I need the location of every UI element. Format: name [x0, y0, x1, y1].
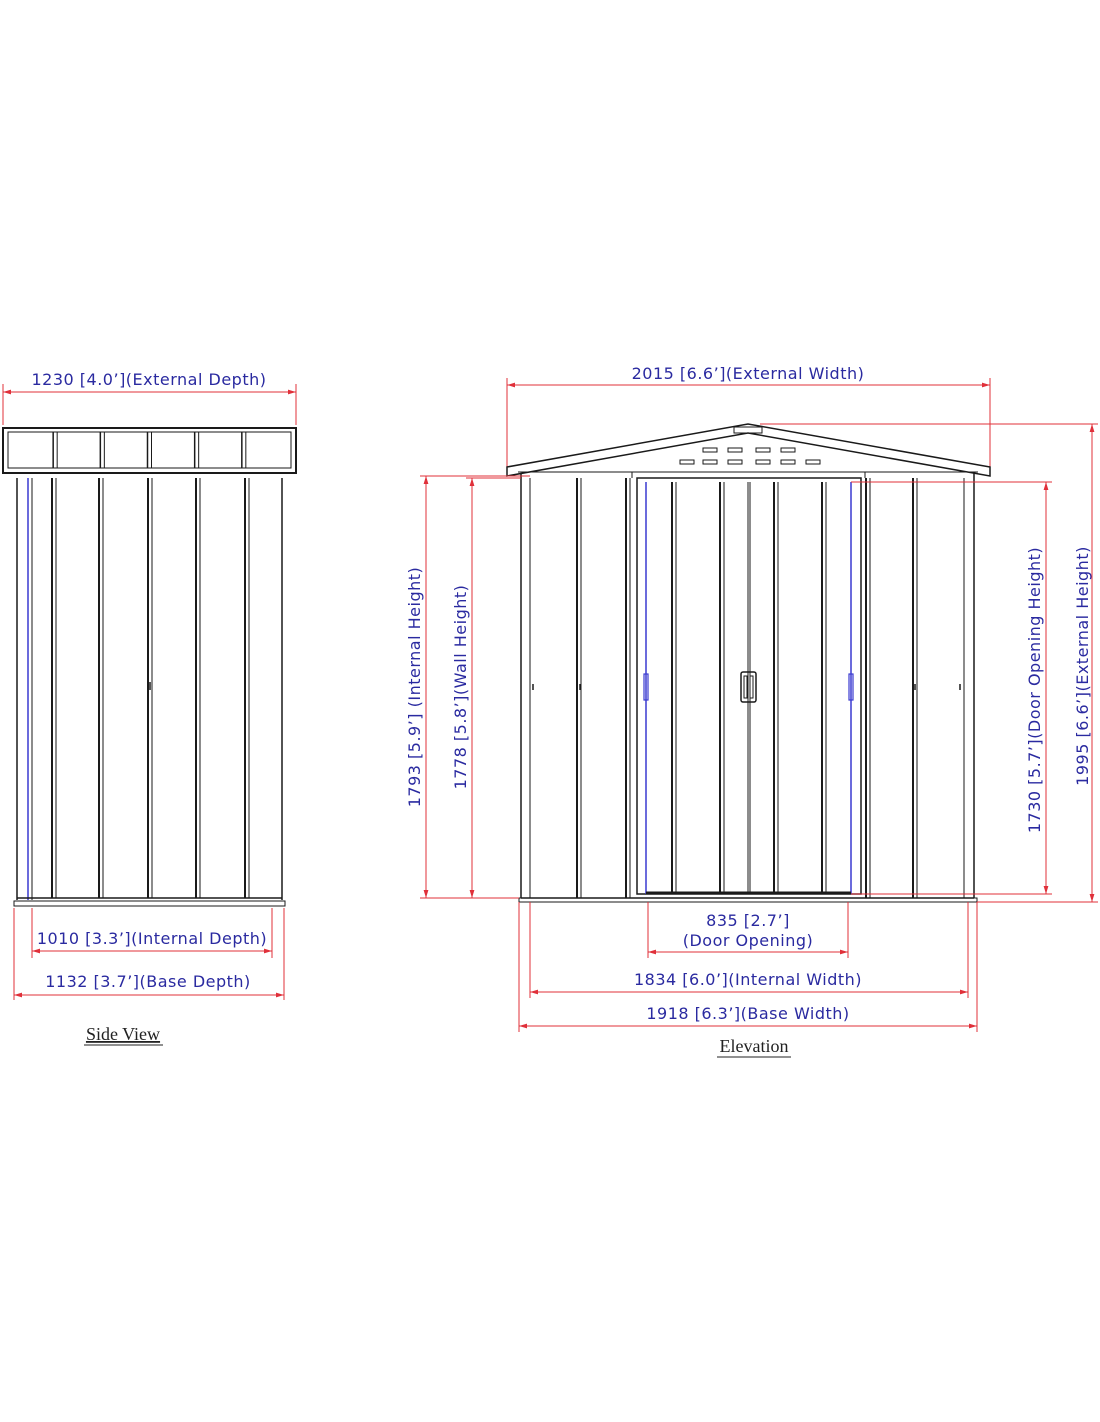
elevation-door-opening-dimension: 835 [2.7’] (Door Opening)	[647, 902, 849, 958]
elevation-door-opening-height-label: 1730 [5.7’](Door Opening Height)	[1025, 547, 1044, 833]
roof-vent-slot	[755, 447, 771, 453]
side-roof	[2, 427, 297, 474]
elevation-base-width-label: 1918 [6.3’](Base Width)	[646, 1004, 849, 1023]
elevation-internal-height-label: 1793 [5.9’] (Internal Height)	[405, 567, 424, 808]
roof-vent-slot	[702, 447, 718, 453]
side-external-depth-dimension: 1230 [4.0’](External Depth)	[2, 370, 297, 425]
side-wall	[13, 478, 286, 907]
elevation-external-width-label: 2015 [6.6’](External Width)	[632, 364, 865, 383]
elevation-internal-width-dimension: 1834 [6.0’](Internal Width)	[529, 902, 969, 998]
side-base-depth-dimension: 1132 [3.7’](Base Depth)	[13, 908, 285, 1000]
door-handle	[740, 671, 757, 703]
roof-vent-slot	[780, 459, 796, 465]
roof-vent-slot	[805, 459, 821, 465]
roof-vent-slot	[702, 459, 718, 465]
elevation-wall	[518, 473, 978, 903]
roof-vent-slot	[679, 459, 695, 465]
elevation-internal-width-label: 1834 [6.0’](Internal Width)	[634, 970, 862, 989]
roof-vent-slot	[727, 459, 743, 465]
elevation-door	[636, 477, 862, 895]
elevation-external-height-dimension: 1995 [6.6’](External Height)	[760, 423, 1098, 903]
roof-vent-slot	[755, 459, 771, 465]
side-internal-depth-label: 1010 [3.3’](Internal Depth)	[37, 929, 267, 948]
elevation-wall-height-label: 1778 [5.8’](Wall Height)	[451, 585, 470, 790]
side-view: 1230 [4.0’](External Depth) 1010 [3.3’](…	[2, 370, 297, 1046]
door-opening-label: (Door Opening)	[683, 931, 814, 950]
elevation-external-width-dimension: 2015 [6.6’](External Width)	[506, 364, 991, 470]
roof-vents	[679, 447, 821, 465]
elevation-wall-height-dimension: 1778 [5.8’](Wall Height)	[451, 477, 521, 898]
elevation-external-height-label: 1995 [6.6’](External Height)	[1073, 546, 1092, 786]
elevation-door-opening-height-dimension: 1730 [5.7’](Door Opening Height)	[851, 481, 1052, 895]
roof-vent-slot	[727, 447, 743, 453]
elevation-caption: Elevation	[720, 1036, 789, 1056]
side-base-depth-label: 1132 [3.7’](Base Depth)	[45, 972, 251, 991]
elevation-roof	[506, 423, 991, 478]
side-view-caption: Side View	[86, 1024, 160, 1044]
elevation-view: 2015 [6.6’](External Width)	[405, 364, 1098, 1058]
door-opening-value: 835 [2.7’]	[706, 911, 790, 930]
elevation-internal-height-dimension: 1793 [5.9’] (Internal Height)	[405, 475, 530, 899]
side-external-depth-label: 1230 [4.0’](External Depth)	[31, 370, 266, 389]
side-internal-depth-dimension: 1010 [3.3’](Internal Depth)	[31, 908, 273, 958]
elevation-base-width-dimension: 1918 [6.3’](Base Width)	[518, 902, 978, 1032]
roof-vent-slot	[780, 447, 796, 453]
